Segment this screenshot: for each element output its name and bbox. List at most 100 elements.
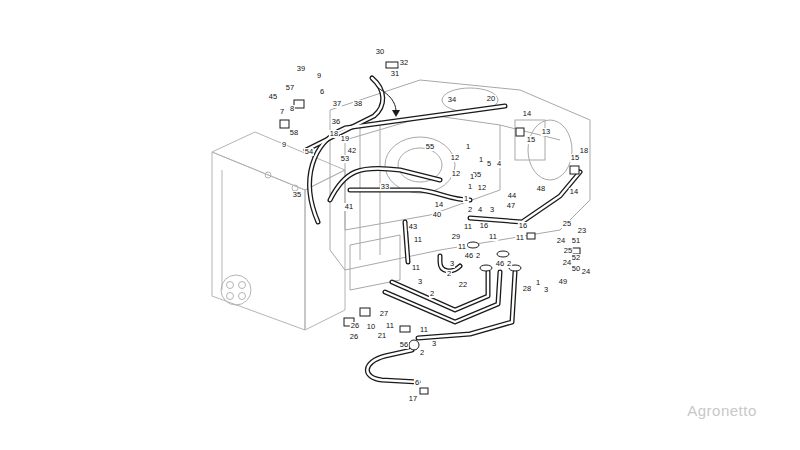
fitting (516, 128, 524, 136)
callout-number: 47 (506, 202, 516, 210)
hose (350, 190, 470, 200)
callout-number: 2 (419, 349, 425, 357)
callout-number: 53 (340, 155, 350, 163)
hose (306, 78, 383, 150)
callout-number: 26 (349, 333, 359, 341)
fitting (467, 242, 479, 248)
callout-number: 17 (408, 395, 418, 403)
arrow-head (392, 110, 400, 117)
callout-number: 24 (556, 237, 566, 245)
gear-cover (385, 137, 455, 193)
pipe (418, 272, 515, 338)
callout-number: 16 (518, 222, 528, 230)
callout-number: 24 (581, 268, 591, 276)
flange-port (227, 282, 234, 289)
callout-number: 28 (522, 285, 532, 293)
callout-number: 45 (268, 93, 278, 101)
callout-number: 16 (479, 222, 489, 230)
callout-number: 4 (496, 160, 502, 168)
callout-number: 52 (571, 254, 581, 262)
pipe (470, 172, 580, 222)
callout-number: 35 (292, 191, 302, 199)
pipe (392, 272, 488, 310)
callout-number: 14 (522, 110, 532, 118)
callout-number: 11 (419, 326, 429, 334)
clamp (400, 326, 410, 332)
clamp (360, 308, 370, 316)
callout-number: 32 (399, 59, 409, 67)
callout-number: 44 (507, 192, 517, 200)
callout-number: 42 (347, 147, 357, 155)
pipe (385, 272, 500, 322)
fitting (294, 100, 304, 108)
fitting (497, 251, 509, 257)
clamp (420, 388, 428, 394)
callout-number: 8 (289, 105, 295, 113)
callout-number: 11 (385, 322, 395, 330)
callout-number: 12 (477, 184, 487, 192)
callout-number: 37 (332, 100, 342, 108)
callout-number: 9 (281, 141, 287, 149)
callout-number: 6 (319, 88, 325, 96)
hose (350, 190, 470, 200)
callout-number: 55 (425, 143, 435, 151)
pipe (440, 256, 460, 271)
pipe (385, 272, 500, 322)
callout-number: 38 (353, 100, 363, 108)
callout-number: 6 (414, 379, 420, 387)
callout-number: 29 (451, 233, 461, 241)
callout-number: 1 (463, 195, 469, 203)
hoses-outline (306, 78, 580, 382)
callout-number: 1 (469, 173, 475, 181)
fitting (570, 166, 579, 174)
callout-number: 23 (577, 227, 587, 235)
pipe (392, 272, 488, 310)
callout-number: 39 (296, 65, 306, 73)
callout-number: 3 (543, 286, 549, 294)
flange-port (227, 293, 234, 300)
bolt (265, 172, 271, 178)
callout-number: 10 (366, 323, 376, 331)
callout-number: 15 (570, 154, 580, 162)
fitting (480, 265, 492, 271)
callout-number: 50 (571, 265, 581, 273)
callout-number: 31 (390, 70, 400, 78)
hose (310, 106, 505, 222)
callout-number: 2 (429, 290, 435, 298)
callout-number: 18 (579, 147, 589, 155)
callout-number: 26 (350, 322, 360, 330)
callout-number: 30 (375, 48, 385, 56)
callout-number: 11 (413, 236, 423, 244)
callout-number: 58 (289, 129, 299, 137)
callout-number: 21 (377, 332, 387, 340)
callout-number: 2 (446, 270, 452, 278)
callout-number: 14 (434, 201, 444, 209)
callout-number: 5 (486, 160, 492, 168)
callout-number: 14 (569, 188, 579, 196)
callout-number: 18 (329, 130, 339, 138)
callout-number: 57 (285, 84, 295, 92)
callout-number: 34 (447, 96, 457, 104)
callout-number: 2 (475, 252, 481, 260)
flange-port (239, 293, 246, 300)
fitting (280, 120, 289, 128)
callout-number: 9 (316, 72, 322, 80)
callout-number: 3 (431, 340, 437, 348)
callout-number: 3 (489, 206, 495, 214)
callout-number: 12 (451, 170, 461, 178)
callout-number: 11 (515, 234, 525, 242)
callout-number: 2 (467, 206, 473, 214)
callout-number: 11 (488, 233, 498, 241)
fitting (527, 233, 535, 239)
callout-number: 3 (417, 278, 423, 286)
callout-number: 46 (464, 252, 474, 260)
housing-edge (222, 170, 223, 290)
callout-number: 1 (535, 279, 541, 287)
callout-number: 48 (536, 185, 546, 193)
watermark: Agronetto (687, 402, 757, 419)
callout-number: 54 (304, 148, 314, 156)
callout-number: 3 (449, 260, 455, 268)
callout-number: 56 (399, 341, 409, 349)
callout-number: 33 (380, 183, 390, 191)
